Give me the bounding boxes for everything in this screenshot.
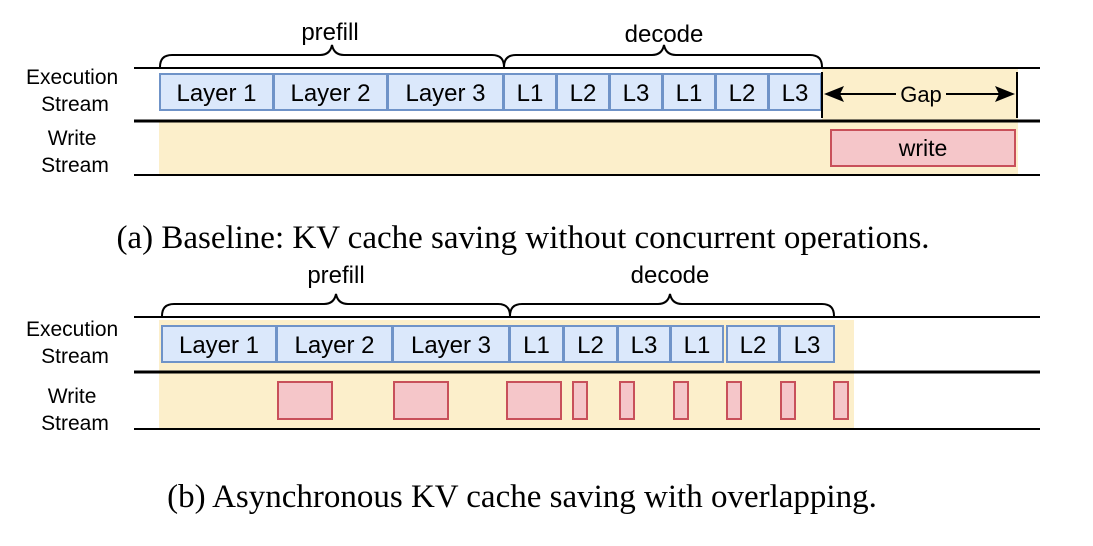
panel-b-block-label: Layer 1 (179, 332, 259, 359)
panel-b-write-label: Write Stream (41, 385, 109, 435)
panel-b-write-label-line1: Write (48, 385, 97, 408)
panel-a-block-label: Layer 3 (405, 80, 485, 107)
panel-a-block-label: L3 (623, 80, 650, 107)
panel-a-block-rect (609, 73, 663, 111)
panel-b-write-block (833, 381, 849, 420)
panel-b-write-block (393, 381, 449, 420)
panel-b-block-label: L2 (740, 332, 767, 359)
panel-b-write-block (572, 381, 588, 420)
panel-b-block-label: L2 (577, 332, 604, 359)
panel-b-block-label: Layer 3 (411, 332, 491, 359)
panel-a-execution-label: Execution Stream (26, 66, 124, 116)
panel-a-block-label: Layer 1 (176, 80, 256, 107)
panel-a-prefill-brace (159, 44, 505, 68)
panel-b-block-label: Layer 2 (294, 332, 374, 359)
panel-b-block-label: L3 (794, 332, 821, 359)
panel-a-prefill-label: prefill (301, 19, 358, 46)
panel-a-block-rect (556, 73, 610, 111)
panel-b-execution-label-line1: Execution (26, 318, 118, 341)
panel-b-write-blocks (277, 381, 849, 420)
panel-b-block-label: L1 (523, 332, 550, 359)
panel-b-write-block (619, 381, 635, 420)
panel-a-gap-arrowhead-right (995, 86, 1015, 102)
panel-b-block-rect (670, 325, 724, 363)
panel-a-block-label: Layer 2 (290, 80, 370, 107)
panel-a-write-block (830, 129, 1016, 167)
panel-b: prefill decode Execution Stream Write St… (26, 262, 1040, 515)
panel-b-block-rect (161, 325, 277, 363)
panel-b-decode-brace (509, 293, 835, 317)
panel-a: prefill decode Execution Stream Write St… (26, 19, 1040, 256)
panel-b-prefill-brace (161, 293, 511, 317)
panel-b-caption: (b) Asynchronous KV cache saving with ov… (167, 479, 877, 515)
panel-a-decode-label: decode (625, 21, 704, 48)
panel-b-execution-blocks: Layer 1 Layer 2 Layer 3 L1 L2 L3 L1 L2 L… (161, 325, 835, 363)
panel-a-gap-arrowhead-left (824, 86, 844, 102)
panel-a-execution-label-line1: Execution (26, 66, 118, 89)
panel-a-block-label: L3 (782, 80, 809, 107)
panel-b-decode-label: decode (631, 262, 710, 289)
panel-a-write-label-line1: Write (48, 127, 97, 150)
panel-a-block-label: L1 (676, 80, 703, 107)
panel-a-write-label-text: write (898, 135, 948, 161)
panel-a-block-rect (768, 73, 822, 111)
panel-a-block-label: L2 (570, 80, 597, 107)
panel-b-prefill-label: prefill (307, 262, 364, 289)
panel-b-block-rect (276, 325, 393, 363)
panel-a-block-label: L2 (729, 80, 756, 107)
panel-a-execution-blocks: Layer 1 Layer 2 Layer 3 L1 L2 L3 L1 L2 L… (159, 73, 822, 111)
panel-b-block-label: L3 (631, 332, 658, 359)
panel-b-write-block (780, 381, 796, 420)
panel-b-write-label-line2: Stream (41, 412, 109, 435)
panel-b-execution-label-line2: Stream (41, 345, 109, 368)
panel-a-block-rect (273, 73, 388, 111)
panel-a-block-label: L1 (517, 80, 544, 107)
panel-b-write-block (277, 381, 333, 420)
panel-a-block-rect (387, 73, 504, 111)
panel-a-caption: (a) Baseline: KV cache saving without co… (116, 220, 929, 256)
panel-b-execution-label: Execution Stream (26, 318, 124, 368)
panel-b-block-rect (617, 325, 671, 363)
panel-b-block-rect (392, 325, 510, 363)
panel-a-write-label: Write Stream (41, 127, 109, 177)
panel-b-block-rect (563, 325, 618, 363)
panel-b-write-block (506, 381, 562, 420)
panel-b-write-block (673, 381, 689, 420)
panel-a-decode-brace (503, 44, 823, 68)
panel-b-write-block (726, 381, 742, 420)
panel-a-block-rect (503, 73, 557, 111)
panel-b-block-rect (779, 325, 835, 363)
panel-a-execution-label-line2: Stream (41, 93, 109, 116)
panel-a-write-label-line2: Stream (41, 154, 109, 177)
panel-b-block-rect (509, 325, 564, 363)
panel-a-block-rect (662, 73, 716, 111)
panel-b-block-label: L1 (684, 332, 711, 359)
panel-a-gap-label: Gap (900, 82, 942, 107)
